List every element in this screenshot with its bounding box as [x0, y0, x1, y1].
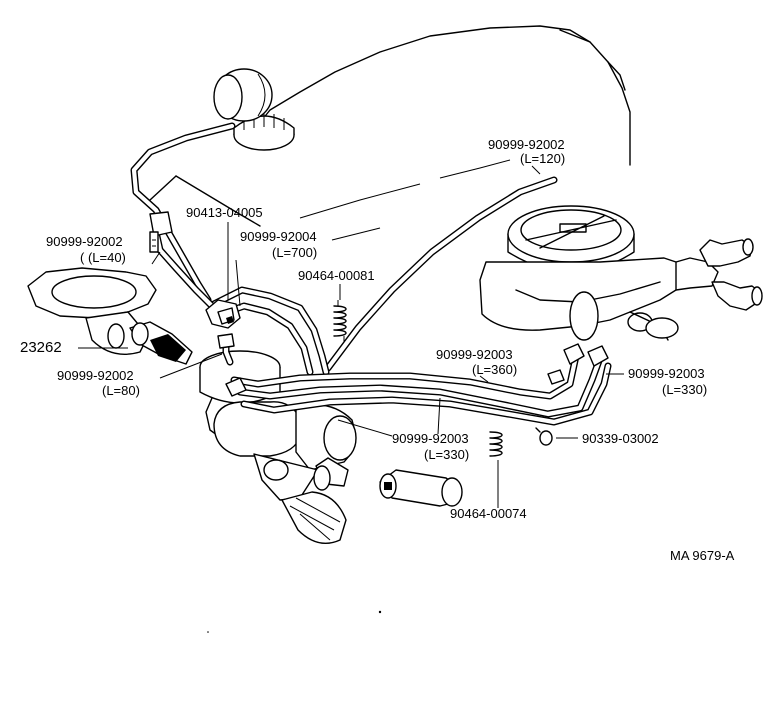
label-hose-left-part: 90999-92002 [46, 234, 123, 249]
label-hose-small-part: 90999-92002 [57, 368, 134, 383]
hose-l330-a [236, 354, 604, 418]
label-spring-lower-part: 90464-00074 [450, 506, 527, 521]
label-hose-top-right-part: 90999-92002 [488, 137, 565, 152]
label-spring-upper-part: 90464-00081 [298, 268, 375, 283]
hose-l40 [152, 228, 216, 310]
label-hose-mid-part: 90999-92004 [240, 229, 317, 244]
label-hose-center-part: 90999-92003 [436, 347, 513, 362]
gasket-plate [27, 267, 157, 355]
hose-clamp [205, 299, 241, 329]
temperature-switch [129, 321, 193, 365]
intake-duct [479, 238, 763, 341]
label-hose-left-len: ( (L=40) [80, 250, 126, 265]
stray-dots [207, 610, 382, 633]
label-hose-lower-part: 90999-92003 [392, 431, 469, 446]
hose-clip [535, 427, 553, 446]
breather-cap [213, 68, 273, 122]
spring-90464-00081 [333, 300, 347, 342]
air-cleaner-housing [149, 25, 631, 241]
carburetor-air-horn [507, 205, 635, 273]
label-clamp-part: 90413-04005 [186, 205, 263, 220]
hose-l700 [130, 122, 236, 304]
oil-filler-cap [233, 112, 295, 151]
pipe-fitting [379, 469, 463, 507]
label-hose-lower-len: (L=330) [424, 447, 469, 462]
label-hose-right-len: (L=330) [662, 382, 707, 397]
hose-l700-lower [212, 302, 314, 376]
hose-l700-upper [210, 286, 330, 376]
hose-l120 [324, 176, 558, 372]
spring-90464-00074 [489, 431, 503, 457]
figure-code: MA 9679-A [670, 548, 735, 563]
label-clip-part: 90339-03002 [582, 431, 659, 446]
label-hose-right-part: 90999-92003 [628, 366, 705, 381]
callout-labels: 90999-92002 (L=120) 90413-04005 90999-92… [20, 137, 735, 563]
hose-fittings [149, 211, 609, 397]
hose-l330-b [240, 362, 612, 426]
leader-lines [78, 165, 624, 508]
label-hose-small-len: (L=80) [102, 383, 140, 398]
label-switch-part: 23262 [20, 339, 62, 356]
label-hose-mid-len: (L=700) [272, 245, 317, 260]
hose-l360 [230, 352, 580, 400]
label-hose-top-right-len: (L=120) [520, 151, 565, 166]
label-hose-center-len: (L=360) [472, 362, 517, 377]
